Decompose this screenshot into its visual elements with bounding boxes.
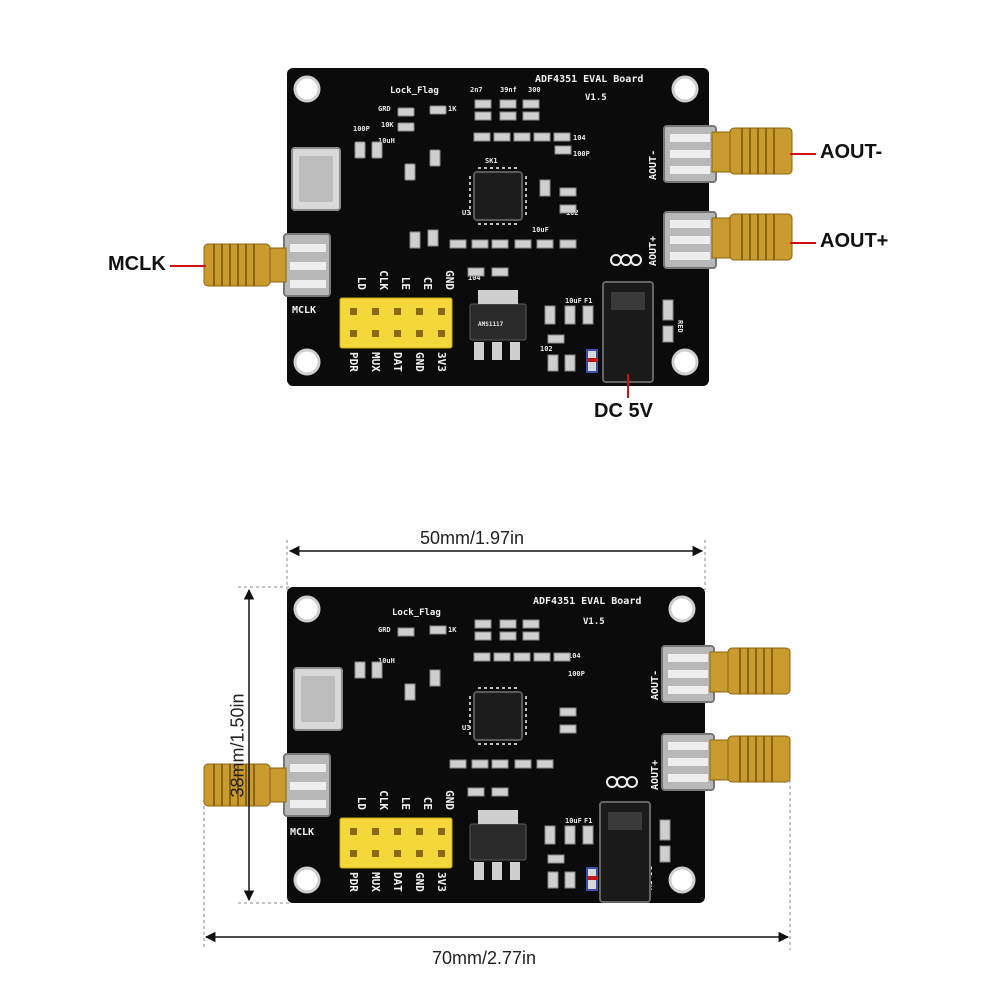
silk-mclk: MCLK — [292, 305, 316, 316]
pin-label-le-b: LE — [399, 797, 412, 810]
silk-lock-flag: Lock_Flag — [390, 86, 439, 96]
sma-connector-aout-minus[interactable] — [661, 645, 791, 703]
pin-label-dat: DAT — [391, 352, 404, 372]
pin-label-dat-b: DAT — [391, 872, 404, 892]
pin-label-pdr-b: PDR — [347, 872, 360, 892]
dimension-width-label: 50mm/1.97in — [420, 528, 525, 548]
pin-label-mux: MUX — [369, 352, 382, 372]
callout-line-aout-minus — [790, 153, 816, 155]
silk-10uh: 10uH — [378, 137, 395, 145]
silk-10k: 10K — [381, 121, 394, 129]
pin-label-ld: LD — [355, 277, 368, 291]
callout-mclk: MCLK — [108, 253, 166, 275]
pin-label-gnd-2: GND — [413, 352, 426, 372]
pin-label-le: LE — [399, 277, 412, 290]
mounting-hole — [293, 595, 321, 623]
silk-board-version: V1.5 — [585, 93, 607, 103]
silk-aout-minus: AOUT- — [648, 150, 659, 180]
pin-label-pdr: PDR — [347, 352, 360, 372]
callout-line-mclk — [170, 265, 206, 267]
pin-label-gnd-2-b: GND — [413, 872, 426, 892]
silk-10uf-c: 10uF — [565, 817, 582, 825]
adf4351-chip — [473, 691, 523, 741]
silk-u3-b: U3 — [462, 724, 470, 732]
pin-label-3v3: 3V3 — [435, 352, 448, 372]
silk-lock-flag-b: Lock_Flag — [392, 608, 441, 618]
pin-label-ce: CE — [421, 277, 434, 290]
silk-300: 300 — [528, 86, 541, 94]
adf4351-chip — [473, 171, 523, 221]
sma-connector-mclk[interactable] — [203, 233, 331, 297]
board-photo-bottom: ADF4351 EVAL Board V1.5 Lock_Flag GRD 1K… — [203, 587, 791, 903]
pin-label-gnd-b: GND — [443, 790, 456, 810]
silk-board-title-b: ADF4351 EVAL Board — [533, 596, 641, 607]
silk-aout-plus: AOUT+ — [648, 236, 659, 266]
silk-f1: F1 — [584, 297, 592, 305]
silk-10uf: 10uF — [532, 226, 549, 234]
silk-grd-b: GRD — [378, 626, 391, 634]
pin-header[interactable] — [339, 817, 453, 869]
silk-f1-b: F1 — [584, 817, 592, 825]
silk-board-version-b: V1.5 — [583, 617, 605, 627]
silk-u3: U3 — [462, 209, 470, 217]
silk-10uh-b: 10uH — [378, 657, 395, 665]
silk-aout-minus-b: AOUT- — [650, 670, 661, 700]
sma-connector-aout-minus[interactable] — [663, 125, 793, 183]
callout-aout-minus: AOUT- — [820, 141, 883, 163]
regulator-marking: AMS1117 — [478, 321, 504, 328]
silk-1k-b: 1K — [448, 626, 457, 634]
silk-1k: 1K — [448, 105, 457, 113]
silk-104-c: 104 — [568, 652, 581, 660]
silk-104: 104 — [573, 134, 586, 142]
silk-aout-plus-b: AOUT+ — [650, 760, 661, 790]
silk-104-b: 104 — [468, 274, 481, 282]
mounting-hole — [293, 866, 321, 894]
silk-100p-b: 100P — [573, 150, 590, 158]
pin-label-3v3-b: 3V3 — [435, 872, 448, 892]
board-photo-top: ADF4351 EVAL Board V1.5 Lock_Flag GRD 10… — [203, 68, 793, 386]
silk-39nf: 39nf — [500, 86, 517, 94]
dimension-overall-label: 70mm/2.77in — [432, 948, 537, 968]
dimension-lines — [203, 540, 791, 950]
silk-sk1: SK1 — [485, 157, 498, 165]
dimension-height-label: 38mm/1.50in — [227, 693, 248, 798]
pin-header[interactable] — [339, 297, 453, 349]
pin-label-clk-b: CLK — [377, 790, 390, 810]
silk-mclk-b: MCLK — [290, 827, 314, 838]
pin-label-clk: CLK — [377, 270, 390, 290]
silk-10uf-b: 10uF — [565, 297, 582, 305]
callout-line-dc5v — [627, 374, 629, 398]
callout-line-aout-plus — [790, 242, 816, 244]
pin-label-gnd: GND — [443, 270, 456, 290]
mounting-hole — [668, 866, 696, 894]
pin-label-ld-b: LD — [355, 797, 368, 811]
callout-dc5v: DC 5V — [594, 400, 653, 422]
mounting-hole — [293, 348, 321, 376]
mounting-hole — [293, 75, 321, 103]
mounting-hole — [671, 348, 699, 376]
callout-aout-plus: AOUT+ — [820, 230, 889, 252]
silk-board-title: ADF4351 EVAL Board — [535, 74, 643, 85]
silk-102-b: 102 — [540, 345, 553, 353]
silk-100p: 100P — [353, 125, 370, 133]
silk-grd: GRD — [378, 105, 391, 113]
mounting-hole — [671, 75, 699, 103]
sma-connector-aout-plus[interactable] — [661, 733, 791, 791]
silk-100p-c: 100P — [568, 670, 585, 678]
sma-connector-aout-plus[interactable] — [663, 211, 793, 269]
mounting-hole — [668, 595, 696, 623]
pin-label-mux-b: MUX — [369, 872, 382, 892]
silk-red: RED — [676, 320, 684, 333]
silk-2n7: 2n7 — [470, 86, 483, 94]
pin-label-ce-b: CE — [421, 797, 434, 810]
